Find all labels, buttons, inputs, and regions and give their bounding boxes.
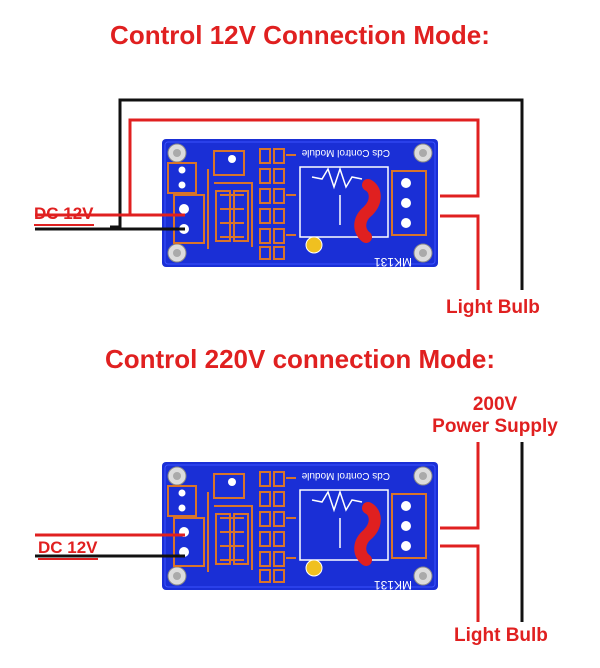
title-220v-mode: Control 220V connection Mode: bbox=[104, 344, 496, 374]
board2-model-silk: MK131 bbox=[374, 578, 412, 592]
board1-model-silk: MK131 bbox=[374, 255, 412, 269]
title-12v-mode: Control 12V Connection Mode: bbox=[110, 20, 490, 50]
diagram1-wiring bbox=[35, 98, 524, 290]
diagram1-dc-12v-label: DC 12V bbox=[34, 204, 94, 226]
board2-name-silk: Cds Control Module bbox=[301, 470, 390, 481]
relay-module-board-2 bbox=[162, 462, 438, 590]
diagram1-light-bulb-label: Light Bulb bbox=[446, 297, 540, 318]
diagram2-dc-12v-label: DC 12V bbox=[38, 538, 98, 560]
diagram2-wiring bbox=[440, 442, 524, 622]
diagram2-power-supply-label: 200V Power Supply bbox=[422, 394, 568, 438]
supply-name-text: Power Supply bbox=[432, 416, 558, 437]
diagram2-light-bulb-label: Light Bulb bbox=[454, 625, 548, 646]
board1-name-silk: Cds Control Module bbox=[301, 147, 390, 158]
relay-module-board-1 bbox=[162, 139, 438, 267]
supply-voltage-text: 200V bbox=[472, 394, 518, 415]
